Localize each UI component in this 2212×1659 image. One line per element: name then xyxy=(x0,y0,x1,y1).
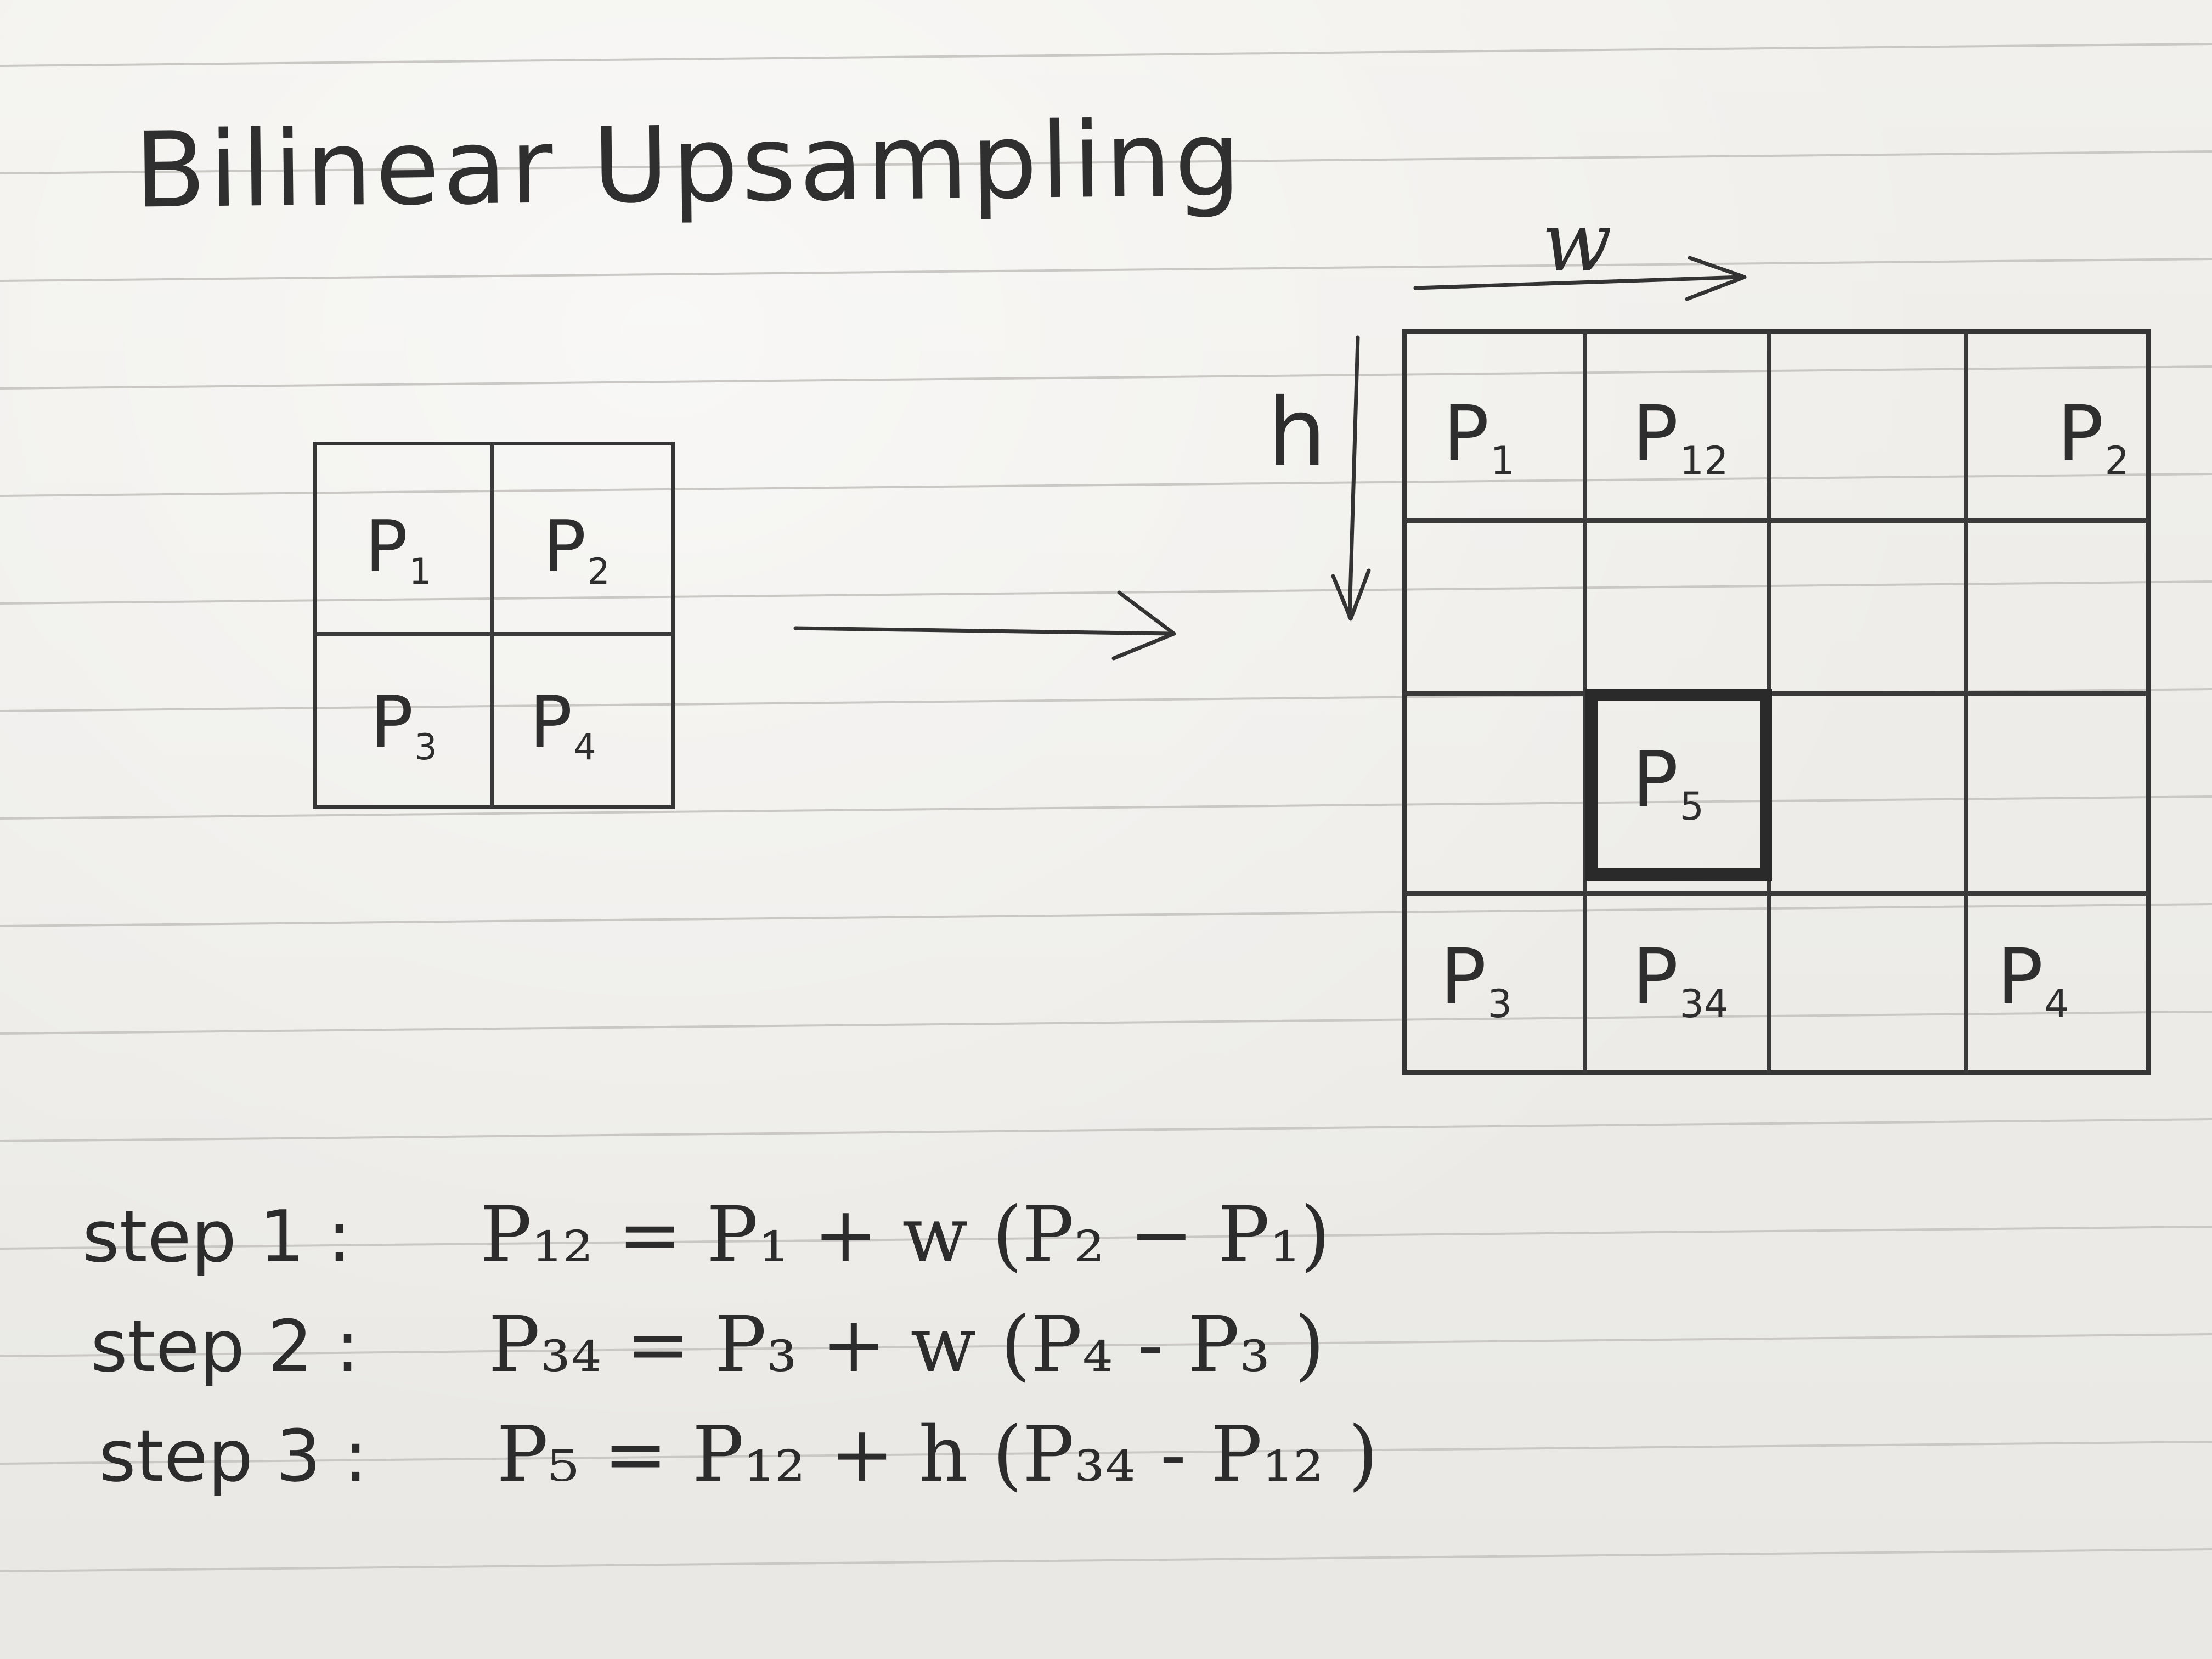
ruled-line xyxy=(0,43,2212,67)
output-cell-p34: P34 xyxy=(1632,933,1729,1026)
step-2-label: step 2 : xyxy=(91,1305,360,1388)
input-cell-p1: P1 xyxy=(365,505,432,592)
output-grid-divider-h2 xyxy=(1404,691,2148,696)
ruled-line xyxy=(0,1226,2212,1250)
h-axis-label: h xyxy=(1267,379,1327,487)
ruled-line xyxy=(0,903,2212,927)
output-grid-divider-h3 xyxy=(1404,891,2148,896)
input-cell-p3: P3 xyxy=(370,680,437,768)
output-cell-p4: P4 xyxy=(1997,933,2069,1026)
output-cell-p5: P5 xyxy=(1632,735,1704,829)
target-cell-highlight xyxy=(1585,689,1772,881)
ruled-line xyxy=(0,1011,2212,1035)
step-2-row: step 2 : P₃₄ = P₃ + w (P₄ - P₃ ) xyxy=(91,1300,1325,1390)
output-cell-p3: P3 xyxy=(1440,933,1512,1026)
step-3-label: step 3 : xyxy=(99,1414,368,1498)
step-3-formula: P₅ = P₁₂ + h (P₃₄ - P₁₂ ) xyxy=(496,1410,1379,1499)
step-2-formula: P₃₄ = P₃ + w (P₄ - P₃ ) xyxy=(488,1300,1325,1390)
input-grid-divider-v xyxy=(490,443,494,808)
input-grid-divider-h xyxy=(314,632,673,636)
step-1-formula: P₁₂ = P₁ + w (P₂ − P₁) xyxy=(480,1190,1331,1280)
output-grid xyxy=(1402,329,2151,1075)
ruled-line xyxy=(0,258,2212,282)
step-1-label: step 1 : xyxy=(82,1195,352,1278)
w-axis-arrow xyxy=(1413,256,1747,301)
upsample-arrow xyxy=(793,590,1176,661)
ruled-line xyxy=(0,1333,2212,1357)
ruled-line xyxy=(0,1118,2212,1142)
step-1-row: step 1 : P₁₂ = P₁ + w (P₂ − P₁) xyxy=(82,1190,1330,1280)
ruled-line xyxy=(0,1548,2212,1572)
input-cell-p4: P4 xyxy=(529,680,596,768)
step-3-row: step 3 : P₅ = P₁₂ + h (P₃₄ - P₁₂ ) xyxy=(99,1410,1378,1499)
ruled-line xyxy=(0,795,2212,820)
ruled-line xyxy=(0,580,2212,605)
output-cell-p1: P1 xyxy=(1443,390,1515,483)
input-grid xyxy=(313,442,675,809)
h-axis-arrow xyxy=(1331,335,1371,621)
ruled-line xyxy=(0,150,2212,174)
ruled-line xyxy=(0,473,2212,497)
output-cell-p12: P12 xyxy=(1632,390,1729,483)
output-cell-p2: P2 xyxy=(2057,390,2129,483)
output-grid-divider-v3 xyxy=(1964,331,1968,1073)
input-cell-p2: P2 xyxy=(543,505,610,592)
output-grid-divider-v1 xyxy=(1583,331,1587,1073)
output-grid-divider-h1 xyxy=(1404,518,2148,523)
ruled-line xyxy=(0,365,2212,390)
w-axis-label: w xyxy=(1542,195,1612,290)
ruled-line xyxy=(0,1441,2212,1465)
